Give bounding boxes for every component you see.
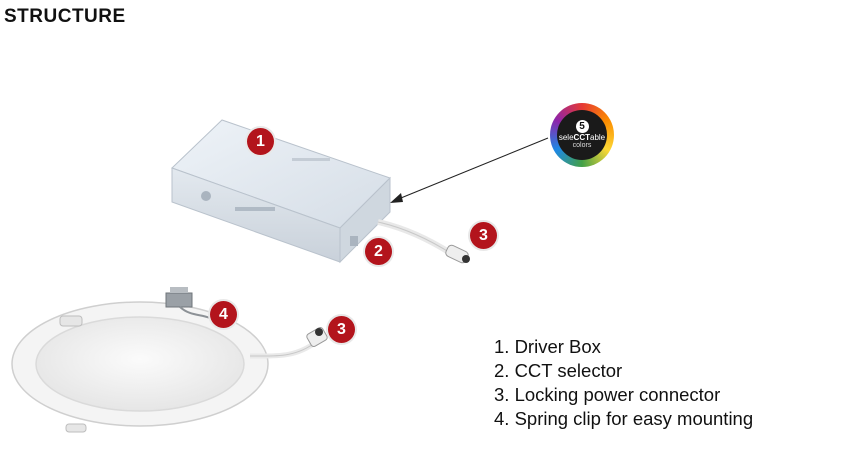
cct-number: 5 (575, 120, 589, 133)
legend-item: 2. CCT selector (494, 360, 623, 381)
power-cable-top (377, 219, 470, 264)
legend-list: 1. Driver Box 2. CCT selector 3. Locking… (494, 335, 753, 431)
badge-spring-clip: 4 (210, 301, 237, 328)
downlight (11, 287, 328, 433)
badge-cct-selector: 2 (365, 238, 392, 265)
legend-item: 4. Spring clip for easy mounting (494, 408, 754, 429)
badge-connector-bottom: 3 (328, 316, 355, 343)
legend-item: 1. Driver Box (494, 336, 601, 357)
page-title: STRUCTURE (4, 6, 126, 27)
cct-logo: 5 seleCCTable colors (550, 103, 614, 167)
cct-colors-text: colors (572, 142, 592, 149)
cct-arrow (390, 137, 549, 203)
badge-connector-top: 3 (470, 222, 497, 249)
badge-driver-box: 1 (247, 128, 274, 155)
driver-box (171, 119, 391, 264)
legend-item: 3. Locking power connector (494, 384, 721, 405)
cct-text: seleCCTable (558, 133, 606, 142)
